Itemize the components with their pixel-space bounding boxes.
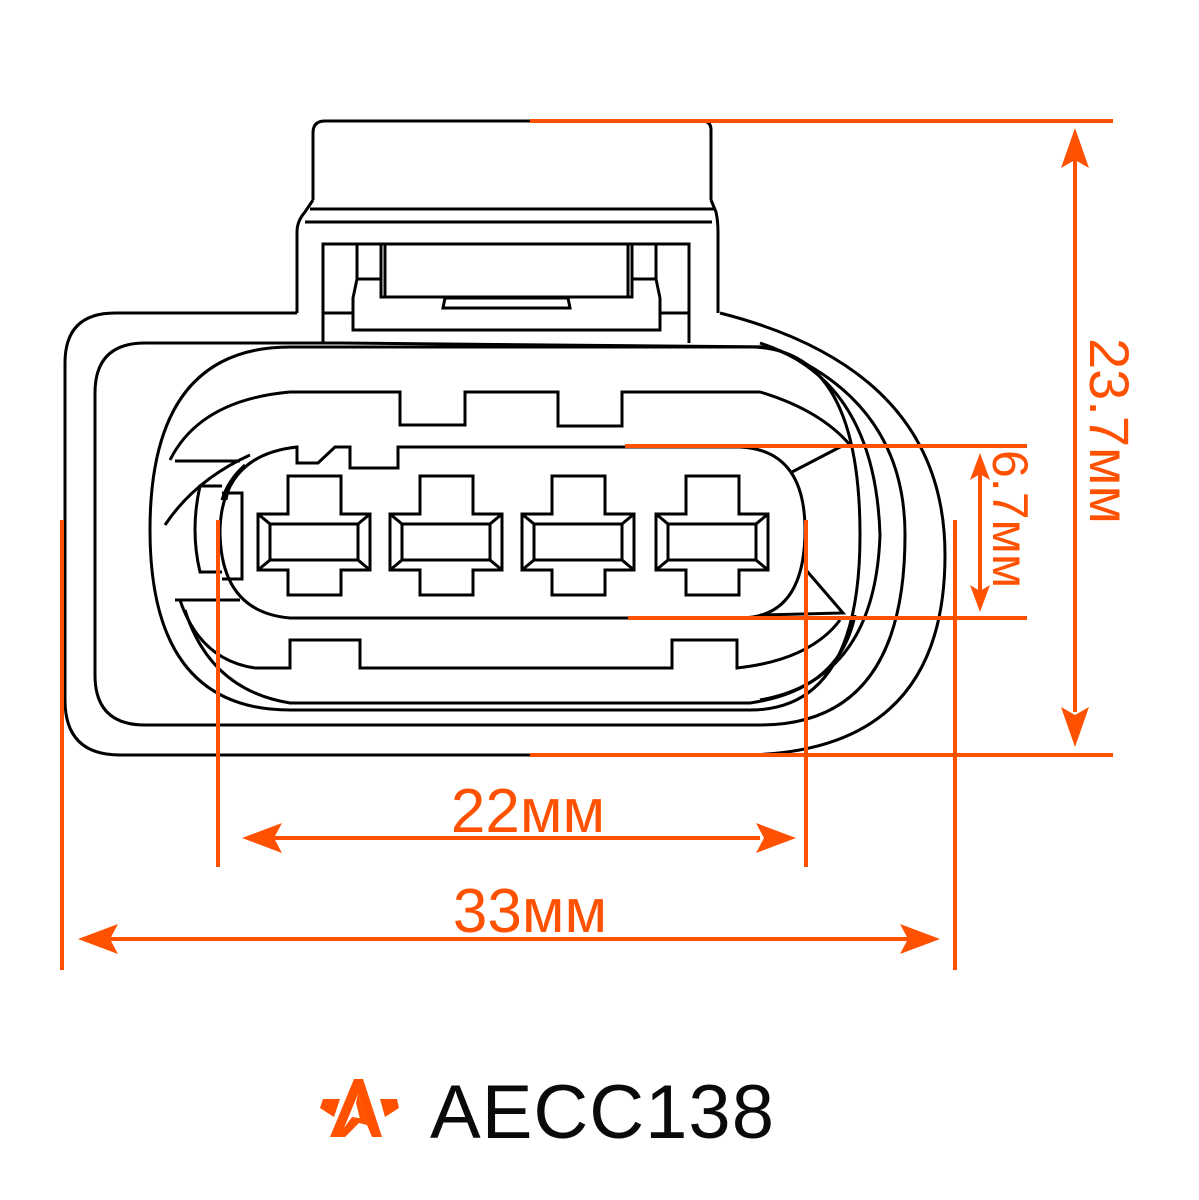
dimension-pin-row-width: 22мм (216, 520, 808, 867)
dimension-label-pin-row-width: 22мм (451, 777, 605, 846)
dimension-width-total: 33мм (60, 520, 957, 970)
star-a-logo-icon (320, 1079, 399, 1137)
dimension-height-total: 23.7мм (530, 119, 1141, 757)
connector-housing (63, 119, 947, 757)
pin-4 (654, 474, 770, 597)
pin-3 (520, 474, 636, 597)
pin-row (256, 474, 770, 597)
brand-footer: AECC138 (320, 1068, 775, 1158)
pin-1 (256, 474, 372, 597)
dimension-label-width-total: 33мм (453, 877, 607, 946)
dimension-label-height-total: 23.7мм (1078, 338, 1141, 524)
part-number: AECC138 (430, 1070, 775, 1155)
dimension-pin-row-height: 6.7мм (625, 444, 1038, 620)
dimension-label-pin-row-height: 6.7мм (982, 450, 1038, 588)
pin-2 (388, 474, 504, 597)
